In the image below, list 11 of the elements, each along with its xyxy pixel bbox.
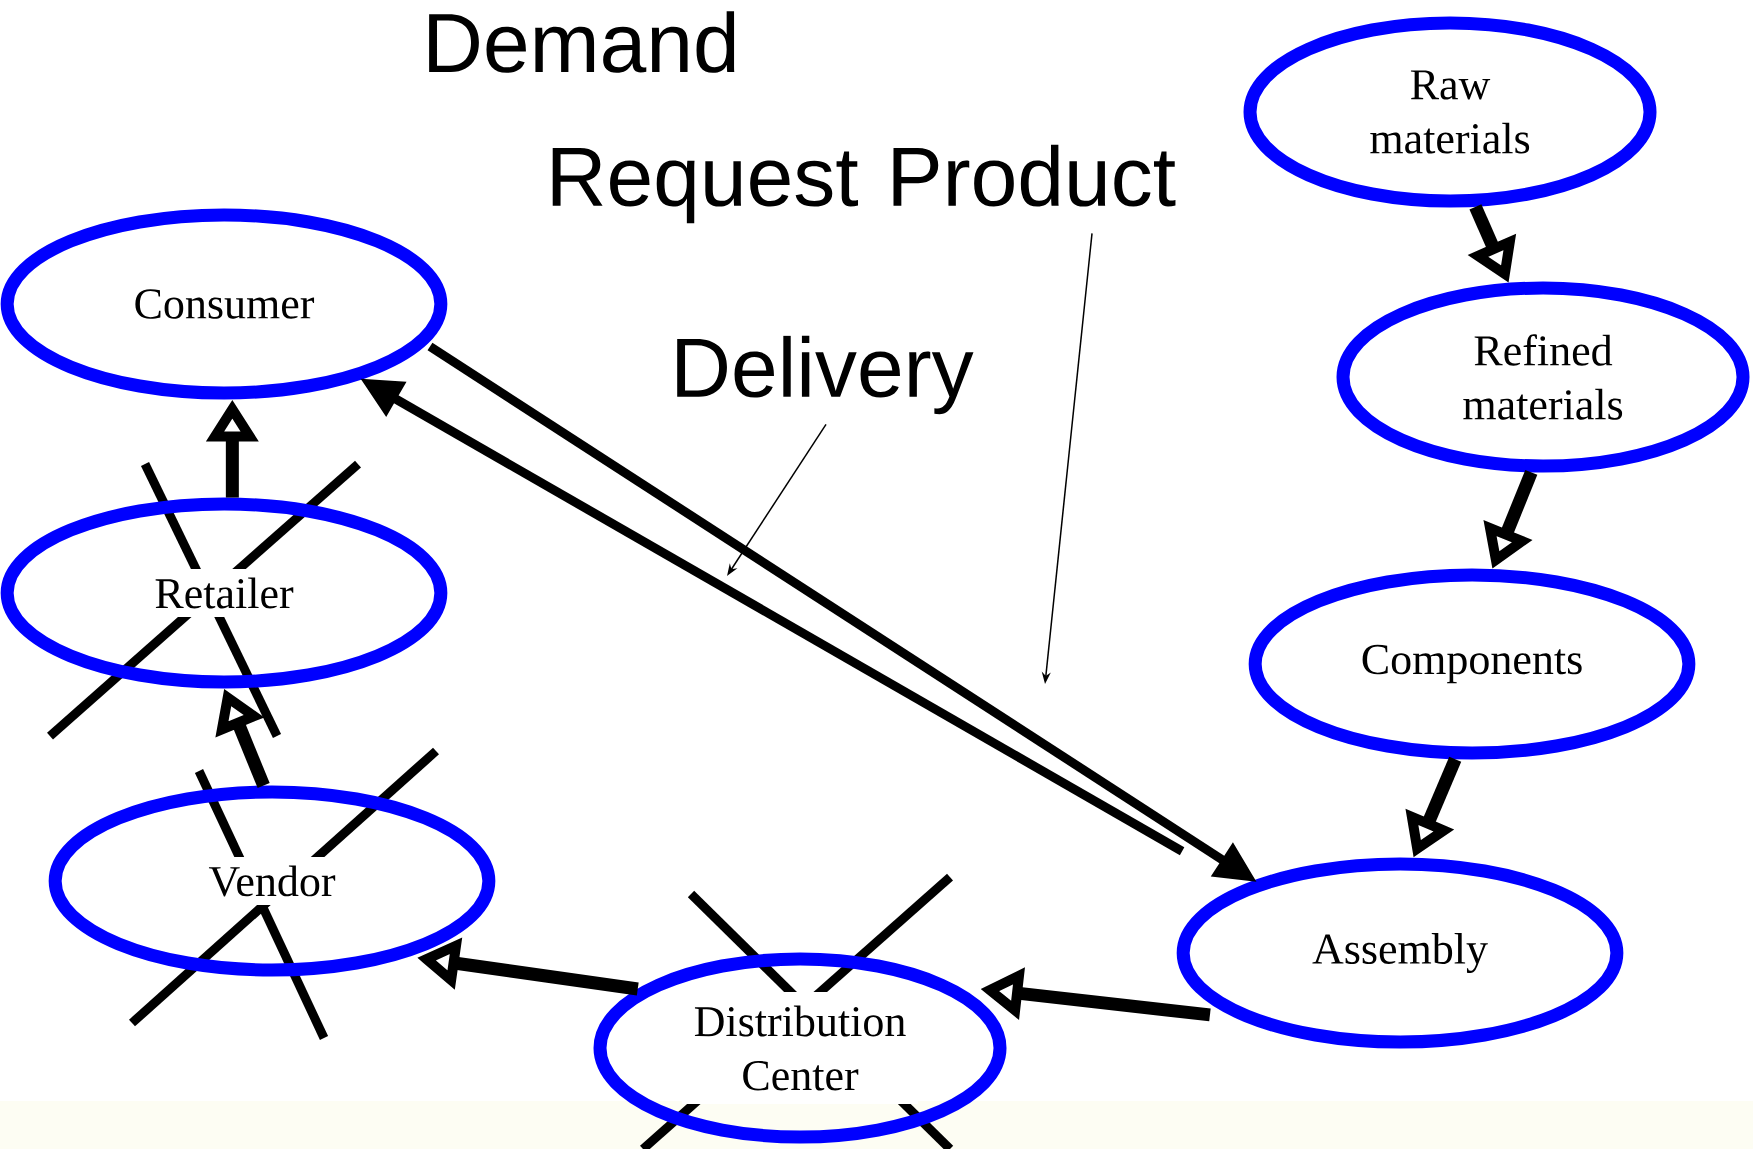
ellipse-node: Refined materials — [1336, 281, 1750, 473]
ellipse-node: Retailer — [0, 497, 448, 689]
text-label: Delivery — [677, 335, 974, 415]
title: Demand — [429, 11, 735, 73]
text-label: Request Product — [552, 144, 1176, 224]
ellipse-node: Components — [1248, 568, 1696, 760]
ellipse-node: Raw materials — [1243, 16, 1657, 208]
ellipse-node: Vendor — [48, 785, 496, 977]
ellipse-node: Assembly — [1176, 857, 1624, 1049]
ellipse-node: Distribution Center — [593, 952, 1007, 1144]
ellipse-node: Consumer — [0, 208, 448, 400]
